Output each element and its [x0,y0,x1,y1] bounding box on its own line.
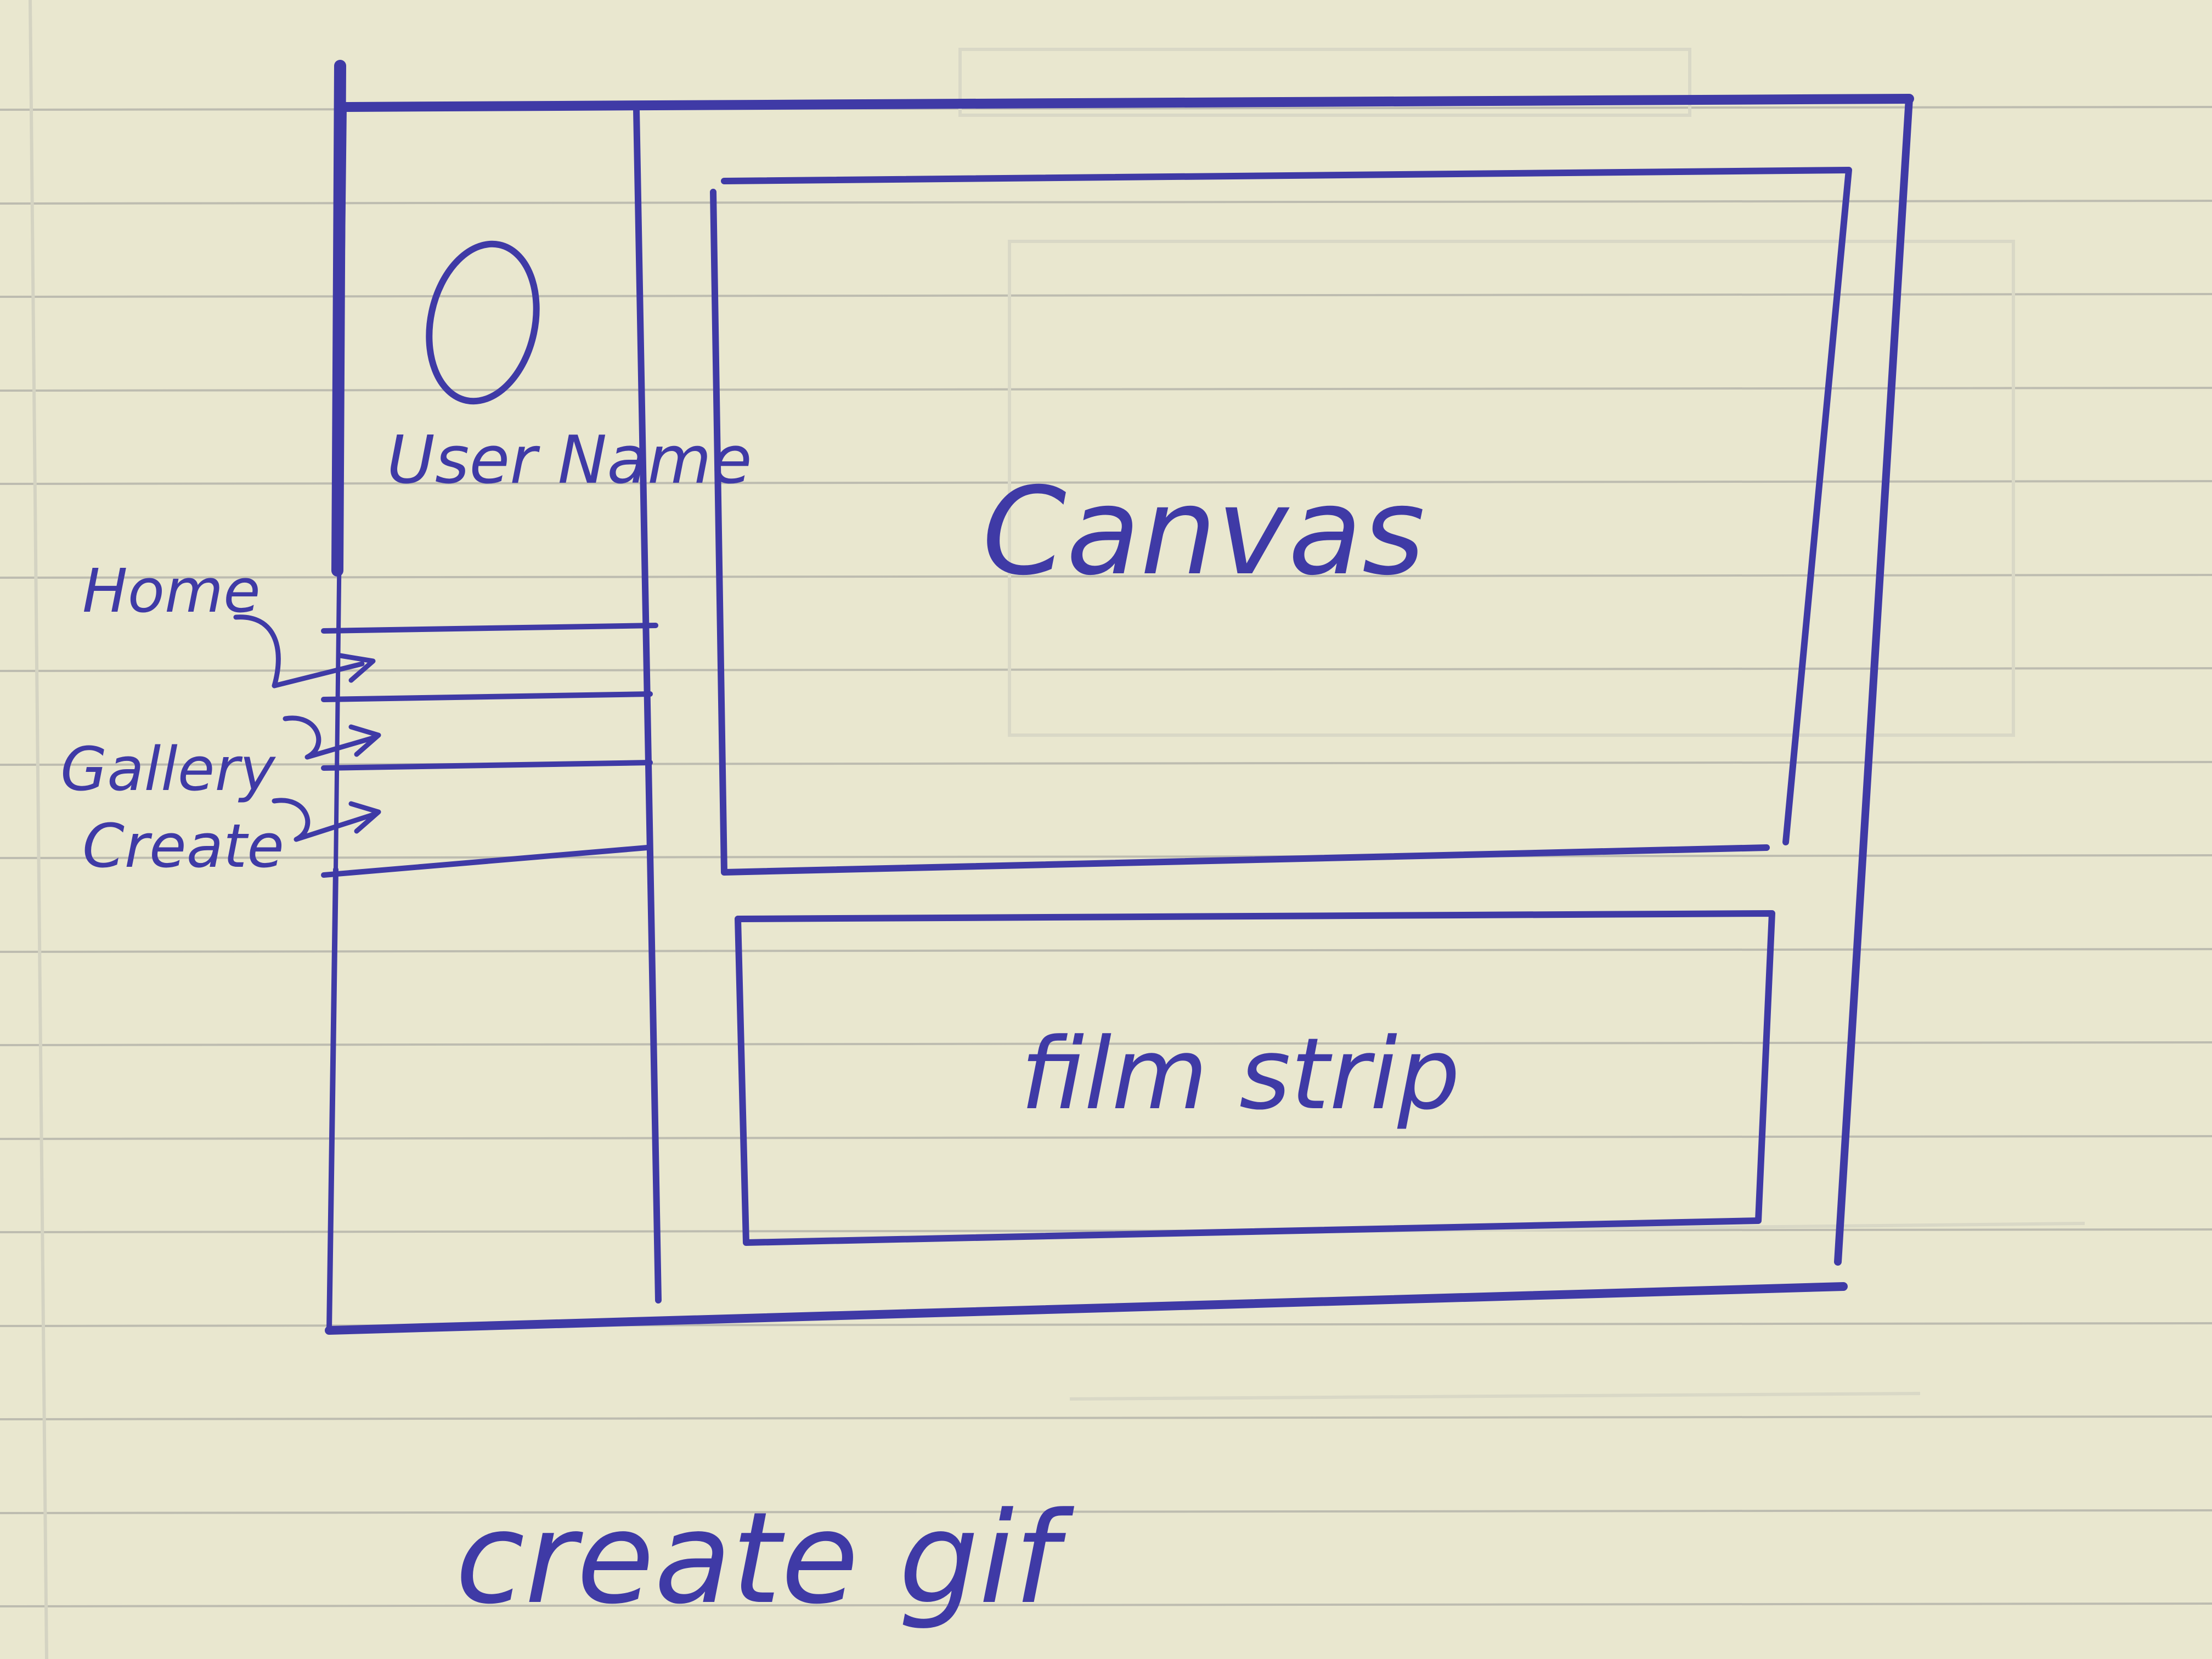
nav-label-create: Create [82,811,284,881]
page-margin [29,0,48,1659]
film-strip-border [735,910,1775,1246]
film-strip[interactable]: film strip [735,910,1775,1246]
sidebar: User Name Home Gallery Create [60,60,752,1304]
canvas-label: Canvas [982,461,1425,602]
sidebar-divider [633,106,662,1304]
film-strip-label: film strip [1020,1017,1460,1132]
avatar[interactable] [415,234,550,411]
canvas-area[interactable]: Canvas [710,167,1852,876]
nav-separators [321,623,658,878]
username-label[interactable]: User Name [387,422,752,499]
arrow-right-icon [283,715,381,760]
ghost-marks [958,48,2085,1401]
caption: create gif [455,1486,1074,1632]
arrow-right-icon [272,798,381,842]
ruled-lines [0,106,2212,1607]
nav-label-home: Home [82,556,261,626]
canvas-border [710,167,1852,876]
circle-avatar-icon [426,240,540,405]
nav-label-gallery: Gallery [60,734,276,804]
sidebar-left-edge [331,60,346,577]
arrow-right-icon [233,614,376,689]
